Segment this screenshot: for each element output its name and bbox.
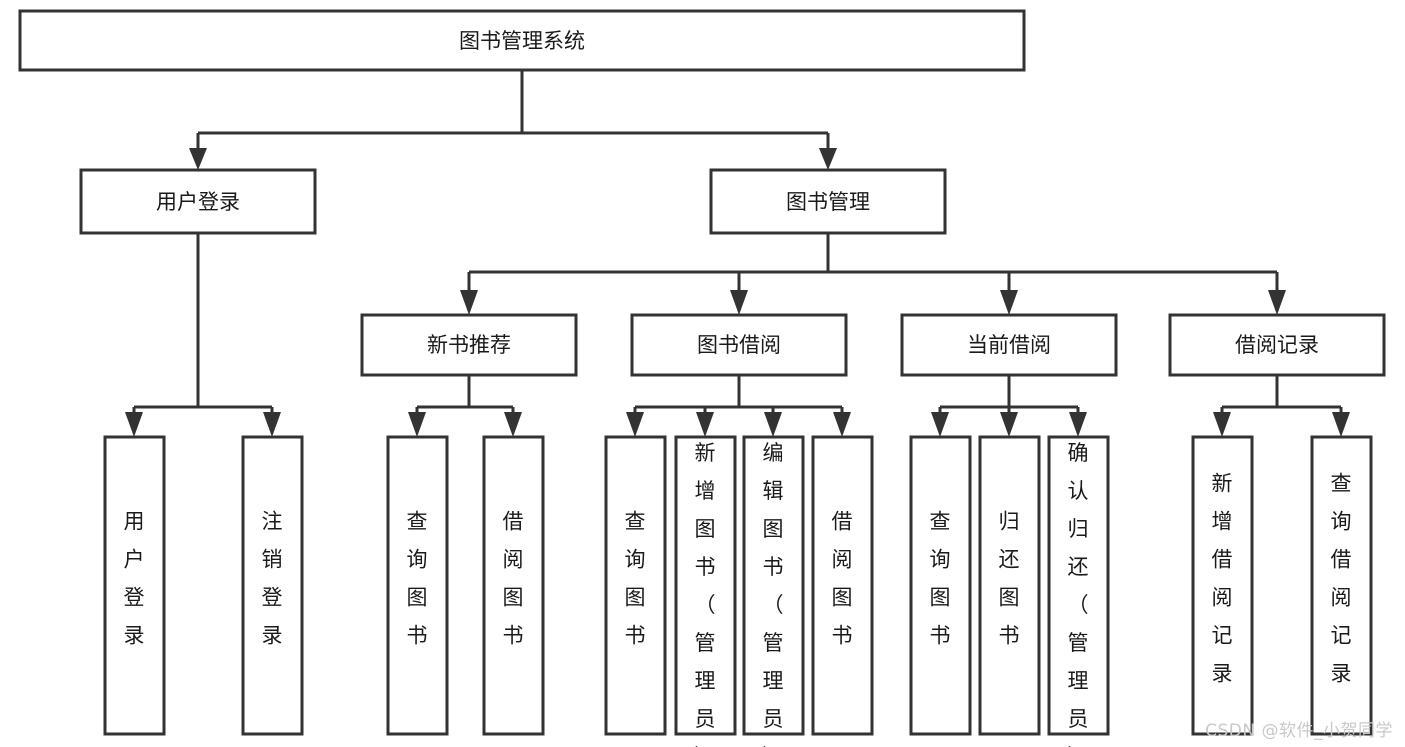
node-leaf-borrow-book-1[interactable]: 借阅图书 bbox=[482, 435, 545, 736]
node-borrow-record-label: 借阅记录 bbox=[1235, 333, 1319, 357]
node-book-manage-label: 图书管理 bbox=[786, 190, 870, 214]
arrow-head-book-borrow bbox=[730, 290, 748, 315]
node-leaf-confirm-return[interactable]: 确认归还（管理员） bbox=[1047, 435, 1110, 747]
arrow-head-leaf-logout bbox=[263, 412, 281, 437]
node-leaf-return-book[interactable]: 归还图书 bbox=[978, 435, 1041, 736]
arrow-head-leaf-query-record bbox=[1332, 412, 1350, 437]
node-book-borrow-box[interactable] bbox=[630, 313, 848, 377]
node-leaf-user-login[interactable]: 用户登录 bbox=[103, 435, 166, 736]
node-leaf-query-book-2-box[interactable] bbox=[604, 435, 667, 736]
node-leaf-add-book[interactable]: 新增图书（管理员） bbox=[674, 435, 737, 747]
arrow-head-leaf-confirm-return bbox=[1069, 412, 1087, 437]
arrow-head-current-borrow bbox=[1000, 290, 1018, 315]
node-book-borrow-label: 图书借阅 bbox=[697, 333, 781, 357]
arrow-head-leaf-query-book-1 bbox=[408, 412, 426, 437]
node-leaf-query-book-2-label: 查询图书 bbox=[625, 510, 646, 648]
arrow-head-leaf-query-book-2 bbox=[626, 412, 644, 437]
arrow-head-borrow-record bbox=[1268, 290, 1286, 315]
node-leaf-query-book-3-box[interactable] bbox=[909, 435, 972, 736]
node-new-book-rec[interactable]: 新书推荐 bbox=[360, 313, 578, 377]
node-leaf-logout[interactable]: 注销登录 bbox=[241, 435, 304, 736]
node-leaf-user-login-box[interactable] bbox=[103, 435, 166, 736]
node-leaf-borrow-book-1-label: 借阅图书 bbox=[503, 510, 524, 648]
arrow-head-leaf-return-book bbox=[1000, 412, 1018, 437]
node-leaf-query-book-1[interactable]: 查询图书 bbox=[386, 435, 449, 736]
node-leaf-add-record-label: 新增借阅记录 bbox=[1212, 472, 1233, 686]
node-leaf-add-book-box[interactable] bbox=[674, 435, 737, 736]
node-leaf-edit-book-box[interactable] bbox=[742, 435, 805, 736]
arrow-head-leaf-query-book-3 bbox=[931, 412, 949, 437]
node-book-borrow[interactable]: 图书借阅 bbox=[630, 313, 848, 377]
node-leaf-query-book-3[interactable]: 查询图书 bbox=[909, 435, 972, 736]
node-current-borrow-label: 当前借阅 bbox=[967, 333, 1051, 357]
node-leaf-logout-label: 注销登录 bbox=[262, 510, 283, 648]
node-leaf-borrow-book-2-box[interactable] bbox=[811, 435, 874, 736]
node-leaf-edit-book[interactable]: 编辑图书（管理员） bbox=[742, 435, 805, 747]
node-user-login-label: 用户登录 bbox=[156, 190, 240, 214]
node-leaf-return-book-box[interactable] bbox=[978, 435, 1041, 736]
node-leaf-add-record[interactable]: 新增借阅记录 bbox=[1191, 435, 1254, 736]
node-root[interactable]: 图书管理系统 bbox=[18, 9, 1026, 72]
arrow-head-leaf-user-login bbox=[125, 412, 143, 437]
node-user-login-box[interactable] bbox=[79, 168, 317, 235]
node-leaf-query-record[interactable]: 查询借阅记录 bbox=[1310, 435, 1373, 736]
node-leaf-borrow-book-1-box[interactable] bbox=[482, 435, 545, 736]
node-borrow-record-box[interactable] bbox=[1168, 313, 1386, 377]
node-leaf-query-book-2[interactable]: 查询图书 bbox=[604, 435, 667, 736]
node-current-borrow-box[interactable] bbox=[900, 313, 1118, 377]
node-user-login[interactable]: 用户登录 bbox=[79, 168, 317, 235]
node-leaf-query-book-1-label: 查询图书 bbox=[407, 510, 428, 648]
node-book-manage-box[interactable] bbox=[709, 168, 947, 235]
node-leaf-add-book-label: 新增图书（管理员） bbox=[695, 441, 716, 747]
node-leaf-borrow-book-2[interactable]: 借阅图书 bbox=[811, 435, 874, 736]
arrow-head-book-manage bbox=[819, 148, 837, 170]
arrow-head-new-book-rec bbox=[460, 290, 478, 315]
node-leaf-query-record-label: 查询借阅记录 bbox=[1331, 472, 1352, 686]
arrow-head-leaf-add-record bbox=[1213, 412, 1231, 437]
arrow-head-leaf-borrow-book-1 bbox=[504, 412, 522, 437]
node-new-book-rec-label: 新书推荐 bbox=[427, 333, 511, 357]
node-borrow-record[interactable]: 借阅记录 bbox=[1168, 313, 1386, 377]
node-book-manage[interactable]: 图书管理 bbox=[709, 168, 947, 235]
arrow-head-user-login bbox=[189, 148, 207, 170]
node-current-borrow[interactable]: 当前借阅 bbox=[900, 313, 1118, 377]
node-new-book-rec-box[interactable] bbox=[360, 313, 578, 377]
node-leaf-confirm-return-label: 确认归还（管理员） bbox=[1068, 441, 1089, 747]
node-root-box[interactable] bbox=[18, 9, 1026, 72]
node-leaf-confirm-return-box[interactable] bbox=[1047, 435, 1110, 736]
node-root-label: 图书管理系统 bbox=[459, 29, 585, 53]
arrow-head-leaf-edit-book bbox=[764, 412, 782, 437]
node-leaf-borrow-book-2-label: 借阅图书 bbox=[832, 510, 853, 648]
arrow-head-leaf-borrow-book-2 bbox=[833, 412, 851, 437]
node-leaf-edit-book-label: 编辑图书（管理员） bbox=[763, 441, 784, 747]
arrow-head-leaf-add-book bbox=[696, 412, 714, 437]
node-leaf-query-record-box[interactable] bbox=[1310, 435, 1373, 736]
node-leaf-add-record-box[interactable] bbox=[1191, 435, 1254, 736]
node-leaf-query-book-1-box[interactable] bbox=[386, 435, 449, 736]
node-leaf-logout-box[interactable] bbox=[241, 435, 304, 736]
connector-layer bbox=[125, 70, 1350, 437]
node-leaf-user-login-label: 用户登录 bbox=[124, 510, 145, 648]
node-leaf-return-book-label: 归还图书 bbox=[999, 510, 1020, 648]
node-leaf-query-book-3-label: 查询图书 bbox=[930, 510, 951, 648]
